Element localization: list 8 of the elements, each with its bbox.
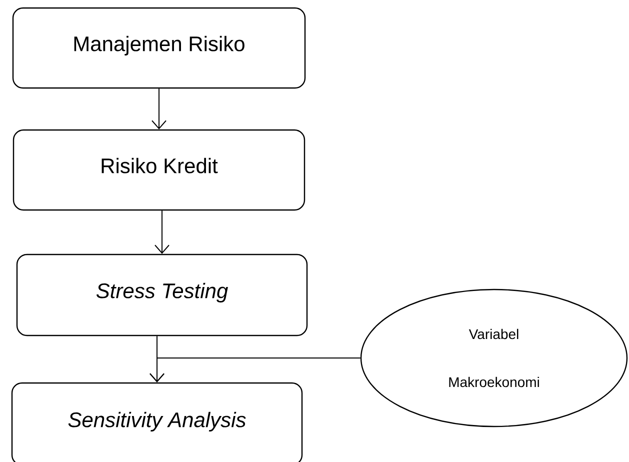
process-box: Manajemen Risiko [12, 7, 306, 89]
ellipse-node: Variabel Makroekonomi [360, 288, 628, 428]
arrow [150, 358, 361, 382]
process-box: Stress Testing [16, 254, 308, 336]
process-box: Risiko Kredit [12, 129, 306, 211]
arrow [154, 210, 170, 254]
arrow [152, 88, 166, 130]
process-box: Sensitivity Analysis [11, 382, 303, 462]
